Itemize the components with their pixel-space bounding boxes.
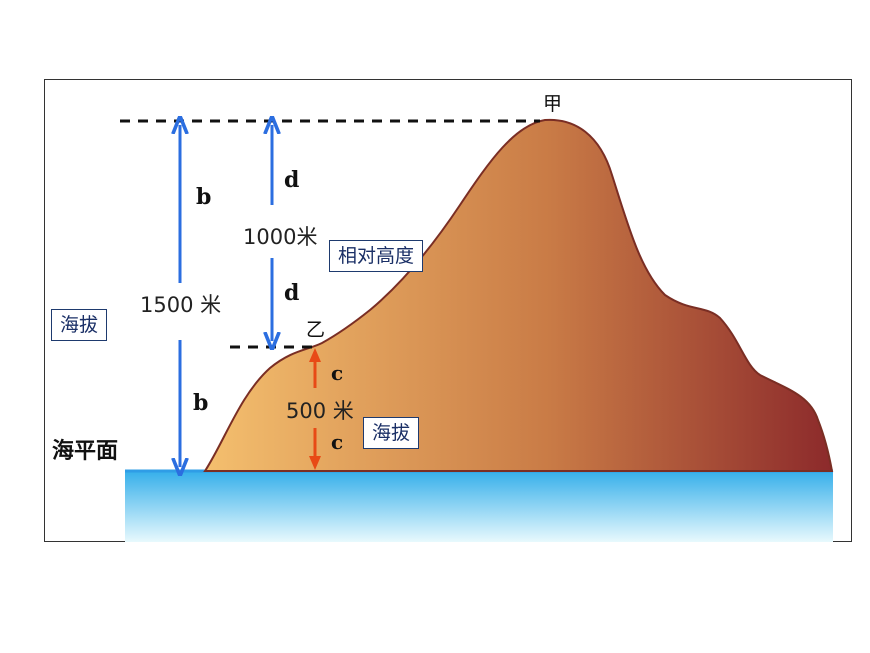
d-label-upper: d — [284, 167, 299, 193]
sea-level-label: 海平面 — [52, 438, 118, 464]
mountain — [203, 118, 834, 472]
c-arrow-upper — [309, 348, 321, 388]
b-label-lower: b — [193, 390, 208, 416]
d-label-lower: d — [284, 280, 299, 306]
c-arrow-lower — [309, 428, 321, 470]
saddle-label: 乙 — [306, 319, 325, 341]
peak-label: 甲 — [543, 93, 562, 115]
c-label-lower: c — [331, 430, 343, 454]
altitude-box-left: 海拔 — [51, 309, 108, 341]
sea — [125, 470, 833, 542]
height-500-label: 500 米 — [286, 399, 354, 423]
b-label-upper: b — [196, 184, 211, 210]
height-1500-label: 1500 米 — [140, 293, 221, 317]
relative-height-box: 相对高度 — [329, 240, 424, 272]
height-1000-label: 1000米 — [243, 225, 317, 249]
c-label-upper: c — [331, 361, 343, 385]
altitude-box-lower: 海拔 — [363, 417, 420, 449]
